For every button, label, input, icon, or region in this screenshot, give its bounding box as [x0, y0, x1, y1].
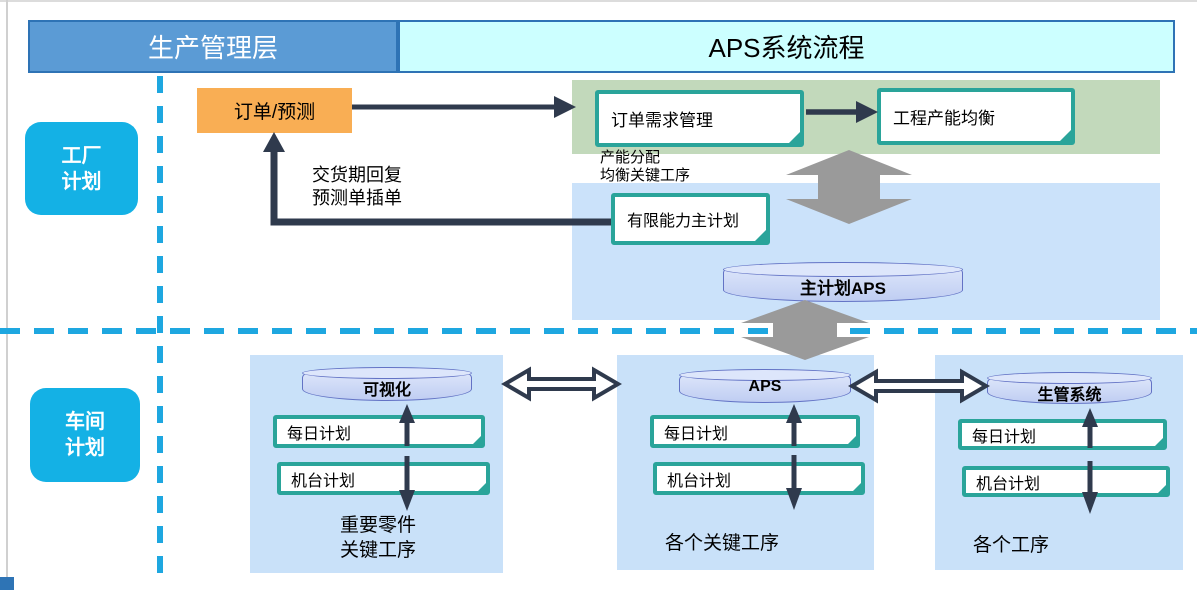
- capacity-note: 产能分配 均衡关键工序: [600, 149, 690, 185]
- prod-mgmt-cylinder: 生管系统: [987, 372, 1152, 404]
- header-aps-process: APS系统流程: [398, 20, 1175, 73]
- order-demand-box: 订单需求管理: [595, 90, 804, 147]
- order-demand-label: 订单需求管理: [611, 111, 713, 130]
- visualization-cylinder-label: 可视化: [362, 382, 411, 399]
- visualization-cylinder: 可视化: [302, 367, 472, 401]
- caption-panel-2: 各个关键工序: [665, 531, 779, 556]
- header-right-title: APS系统流程: [708, 33, 865, 63]
- prod-mgmt-cylinder-label: 生管系统: [1037, 387, 1102, 404]
- workshop-plan-line1: 车间: [65, 411, 105, 433]
- header-left-title: 生产管理层: [147, 33, 278, 63]
- capacity-balance-box: 工程产能均衡: [877, 88, 1075, 145]
- finite-capacity-label: 有限能力主计划: [627, 213, 740, 230]
- return-note-line1: 交货期回复: [312, 165, 402, 185]
- cylinder-lid: [723, 262, 963, 277]
- double-arrow-vis-aps: [501, 366, 622, 402]
- cylinder-lid: [302, 367, 472, 379]
- factory-plan-line1: 工厂: [61, 144, 102, 167]
- finite-capacity-box: 有限能力主计划: [611, 193, 770, 245]
- order-forecast-label: 订单/预测: [233, 102, 316, 123]
- aps-cylinder: APS: [679, 369, 851, 403]
- caption-line: 各个工序: [973, 535, 1050, 556]
- capacity-note-line1: 产能分配: [600, 149, 661, 166]
- daily-plan-box-1: 每日计划: [273, 415, 485, 448]
- machine-plan-box-2: 机台计划: [653, 462, 865, 495]
- master-plan-cylinder: 主计划APS: [723, 262, 963, 302]
- slide-left-edge: [6, 0, 8, 590]
- slide-top-edge: [0, 0, 1197, 2]
- capacity-note-line2: 均衡关键工序: [600, 167, 691, 184]
- daily-plan-label: 每日计划: [287, 425, 352, 443]
- daily-plan-box-3: 每日计划: [958, 419, 1167, 450]
- arrowhead: [263, 132, 285, 152]
- caption-line: 重要零件: [339, 515, 416, 536]
- caption-panel-1: 重要零件 关键工序: [278, 513, 478, 563]
- machine-plan-box-1: 机台计划: [277, 462, 490, 495]
- return-note-line2: 预测单插单: [312, 188, 402, 208]
- workshop-plan-line2: 计划: [65, 437, 105, 459]
- workshop-plan-label: 车间 计划: [30, 388, 140, 482]
- daily-plan-box-2: 每日计划: [650, 415, 860, 448]
- capacity-balance-label: 工程产能均衡: [893, 109, 995, 128]
- factory-plan-line2: 计划: [61, 170, 102, 193]
- caption-line: 各个关键工序: [665, 533, 780, 554]
- order-forecast-box: 订单/预测: [197, 88, 352, 133]
- machine-plan-box-3: 机台计划: [962, 466, 1170, 497]
- daily-plan-label: 每日计划: [664, 425, 729, 443]
- caption-line: 关键工序: [339, 540, 416, 561]
- machine-plan-label: 机台计划: [976, 475, 1041, 493]
- aps-cylinder-label: APS: [748, 378, 782, 395]
- master-plan-cylinder-label: 主计划APS: [800, 279, 886, 298]
- return-note: 交货期回复 预测单插单: [312, 164, 402, 210]
- machine-plan-label: 机台计划: [667, 472, 732, 490]
- header-production-management: 生产管理层: [28, 20, 398, 73]
- daily-plan-label: 每日计划: [972, 428, 1037, 446]
- bottom-left-marker: [0, 577, 14, 590]
- caption-panel-3: 各个工序: [973, 533, 1049, 558]
- machine-plan-label: 机台计划: [291, 472, 356, 490]
- factory-plan-label: 工厂 计划: [25, 122, 138, 215]
